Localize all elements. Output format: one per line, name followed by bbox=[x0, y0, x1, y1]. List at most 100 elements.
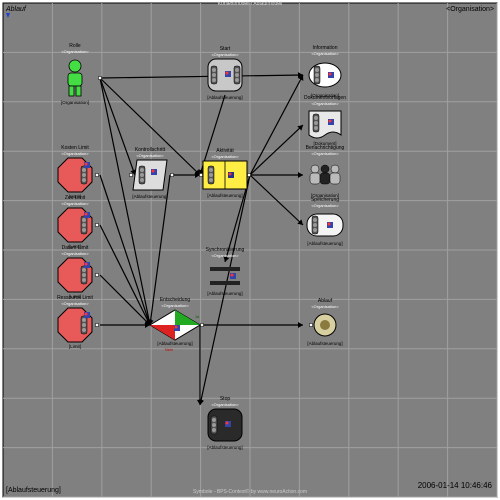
node-port[interactable] bbox=[98, 76, 102, 80]
node-entscheid[interactable]: JaNeinEntscheidung<Organisation>[Ablaufs… bbox=[149, 297, 204, 352]
node-title: Ablauf bbox=[318, 298, 333, 304]
traffic-light-lamp-icon bbox=[314, 121, 318, 125]
arrowhead-aktivitaet-sync bbox=[223, 256, 230, 262]
node-title: Zeit Limit bbox=[65, 195, 86, 201]
node-tag: [Ablaufsteuerung] bbox=[307, 341, 342, 346]
node-port[interactable] bbox=[95, 273, 99, 277]
arrowhead-entscheid-stop bbox=[197, 400, 203, 405]
node-tag: [Organisation] bbox=[311, 193, 339, 198]
node-port[interactable] bbox=[247, 173, 251, 177]
node-stereotype: <Organisation> bbox=[61, 251, 89, 256]
node-badge-dot-icon bbox=[84, 162, 88, 166]
node-stereotype: <Organisation> bbox=[311, 203, 339, 208]
node-stereotype: <Organisation> bbox=[311, 304, 339, 309]
node-stereotype: <Organisation> bbox=[61, 151, 89, 156]
node-port[interactable] bbox=[95, 173, 99, 177]
traffic-light-lamp-icon bbox=[140, 168, 144, 172]
person-head-icon bbox=[68, 59, 82, 73]
connector-kontroll-entscheid[interactable] bbox=[149, 174, 171, 326]
connector-rolle-info[interactable] bbox=[99, 74, 304, 79]
decision-yes-segment bbox=[175, 310, 200, 325]
node-stereotype: <Organisation> bbox=[161, 303, 189, 308]
node-speicher[interactable]: Speicherung<Organisation>[Ablaufsteuerun… bbox=[306, 197, 344, 246]
connector-aktivitaet-stop[interactable] bbox=[199, 174, 251, 406]
node-ablauf[interactable]: Ablauf<Organisation> [Ablaufsteuerung] bbox=[307, 298, 342, 346]
traffic-light-lamp-icon bbox=[82, 168, 86, 172]
node-kontroll[interactable]: Kontrollschritt<Organisation>[Ablaufsteu… bbox=[129, 147, 174, 199]
connector-rolle-kontroll[interactable] bbox=[99, 77, 136, 176]
node-stereotype: <Organisation> bbox=[136, 153, 164, 158]
node-title: Stop bbox=[220, 396, 231, 402]
node-stereotype: <Organisation> bbox=[211, 253, 239, 258]
traffic-light-lamp-icon bbox=[313, 228, 317, 232]
node-badge-dot-icon bbox=[228, 172, 232, 176]
connector-aktivitaet-speicher[interactable] bbox=[249, 174, 304, 226]
node-aktivitaet[interactable]: Aktivität<Organisation>[Ablaufsteuerung] bbox=[199, 148, 251, 198]
traffic-light-lamp-icon bbox=[82, 178, 86, 182]
traffic-light-lamp-icon bbox=[212, 423, 216, 427]
node-doku[interactable]: Dokumentvorlagen<Organisation>[Dokument] bbox=[304, 95, 346, 146]
traffic-light-lamp-icon bbox=[212, 68, 216, 72]
node-zeit[interactable]: Zeit Limit<Organisation>[Limit] bbox=[57, 195, 99, 249]
connector-datum-entscheid[interactable] bbox=[99, 274, 151, 326]
arrowhead-aktivitaet-benach bbox=[298, 172, 303, 178]
node-tag: [Ablaufsteuerung] bbox=[207, 95, 242, 100]
node-stereotype: <Organisation> bbox=[311, 51, 339, 56]
arrowhead-entscheid-ablauf bbox=[298, 322, 303, 328]
connector-zeit-entscheid[interactable] bbox=[99, 224, 151, 326]
node-tag: [Ablaufsteuerung] bbox=[157, 341, 192, 346]
decision-no-segment bbox=[150, 325, 175, 340]
traffic-light-lamp-icon bbox=[82, 323, 86, 327]
node-title: Dokumentvorlagen bbox=[304, 95, 346, 101]
sync-bar-bottom bbox=[210, 281, 240, 285]
node-stop[interactable]: Stop<Organisation>[Ablaufsteuerung] bbox=[207, 396, 242, 450]
node-rolle[interactable]: Rolle<Organisation> [Organisation] bbox=[61, 43, 102, 105]
timestamp: 2006-01-14 10:46:46 bbox=[418, 481, 493, 490]
node-title: Aktivität bbox=[216, 148, 234, 154]
person-body-icon bbox=[309, 172, 321, 185]
traffic-light-lamp-icon bbox=[209, 168, 213, 172]
node-port[interactable] bbox=[170, 173, 174, 177]
connector-kosten-entscheid[interactable] bbox=[99, 174, 151, 326]
connector-rolle-entscheid[interactable] bbox=[99, 77, 151, 326]
node-port[interactable] bbox=[200, 323, 204, 327]
person-head-icon bbox=[310, 164, 320, 174]
node-port[interactable] bbox=[309, 323, 313, 327]
node-benach[interactable]: Benachrichtigung<Organisation>[Organisat… bbox=[306, 145, 345, 198]
node-kosten[interactable]: Kosten Limit<Organisation>[Limit] bbox=[57, 145, 99, 199]
sync-bar-top bbox=[210, 267, 240, 271]
node-start[interactable]: Start<Organisation>[Ablaufsteuerung] bbox=[207, 46, 242, 100]
node-port[interactable] bbox=[129, 173, 133, 177]
node-stereotype: <Organisation> bbox=[61, 49, 89, 54]
node-tag: [Ablaufsteuerung] bbox=[132, 194, 167, 199]
node-info[interactable]: Information<Organisation>[Organisation] bbox=[308, 45, 342, 98]
node-tag: [Organisation] bbox=[61, 100, 89, 105]
node-sync[interactable]: Synchronisierung<Organisation>[Ablaufste… bbox=[206, 247, 245, 296]
flow-coin-center bbox=[320, 320, 330, 330]
connector-rolle-aktivitaet[interactable] bbox=[99, 77, 201, 176]
person-head-icon bbox=[330, 164, 340, 174]
node-port[interactable] bbox=[95, 323, 99, 327]
arrowhead-kontroll-entscheid bbox=[147, 319, 154, 325]
traffic-light-lamp-icon bbox=[314, 126, 318, 130]
node-ressource[interactable]: Ressource Limit<Organisation>[Limit] bbox=[57, 295, 99, 349]
node-tag: [Organisation] bbox=[311, 93, 339, 98]
arrowhead-rolle-info bbox=[297, 72, 303, 79]
bottom-left-label: [Ablaufsteuerung] bbox=[6, 487, 61, 494]
connector-aktivitaet-doku[interactable] bbox=[249, 124, 304, 176]
node-datum[interactable]: Datum Limit<Organisation>[Limit] bbox=[57, 245, 99, 299]
node-badge-dot-icon bbox=[174, 325, 178, 329]
node-stereotype: <Organisation> bbox=[61, 201, 89, 206]
traffic-light-lamp-icon bbox=[82, 328, 86, 332]
decision-no-label: Nein bbox=[165, 347, 173, 352]
node-title: Kosten Limit bbox=[61, 145, 89, 151]
connector-aktivitaet-info[interactable] bbox=[249, 74, 304, 176]
node-tag: [Limit] bbox=[69, 344, 81, 349]
bottom-center-label: Symbole - BPS-Contest© by www.neuroActio… bbox=[193, 488, 307, 495]
node-title: Rolle bbox=[69, 43, 81, 49]
node-port[interactable] bbox=[95, 223, 99, 227]
node-stereotype: <Organisation> bbox=[211, 154, 239, 159]
traffic-light-lamp-icon bbox=[82, 278, 86, 282]
node-port[interactable] bbox=[199, 173, 203, 177]
